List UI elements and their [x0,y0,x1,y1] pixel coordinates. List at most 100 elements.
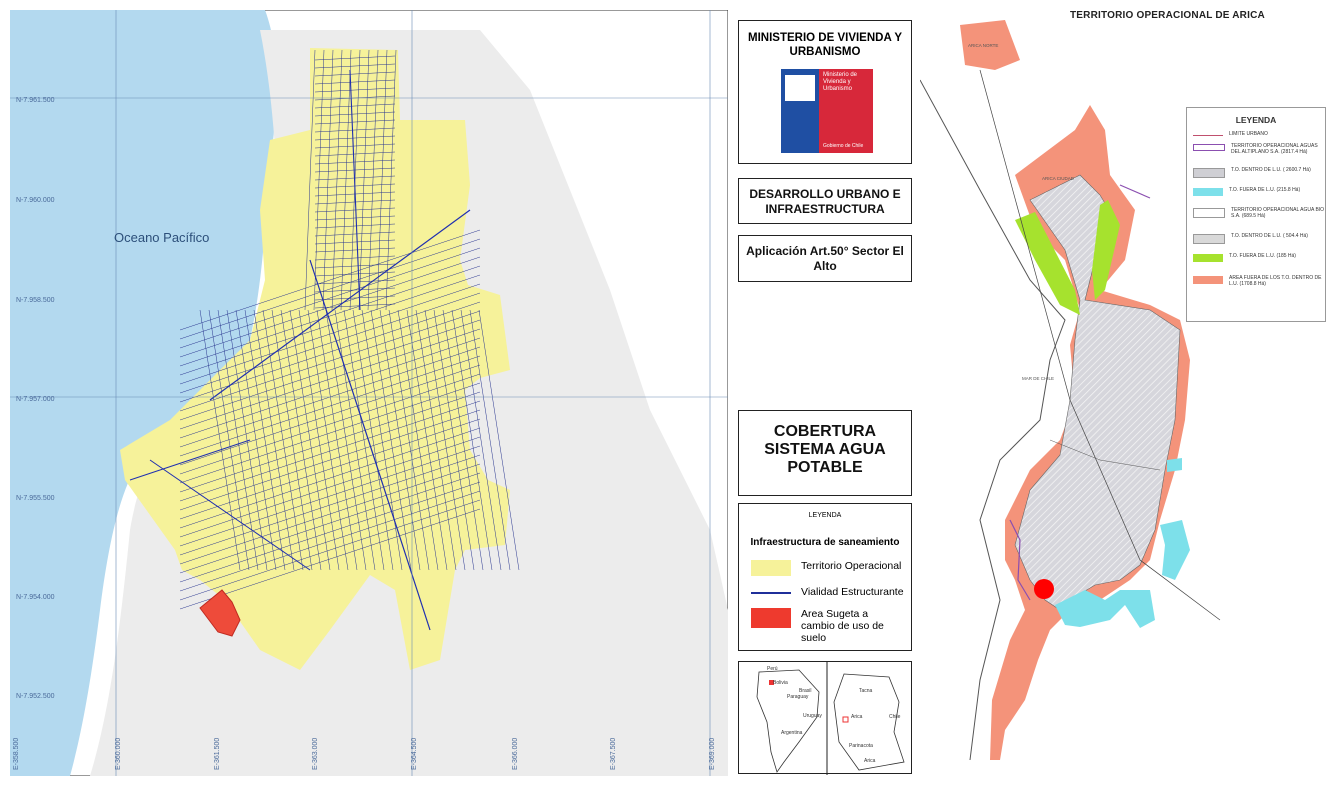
street-segment [179,427,481,529]
street-segment [262,309,304,571]
street-segment [179,337,481,439]
street-segment [179,247,481,349]
street-segment [334,309,376,571]
location-marker [769,680,774,685]
street-segment [179,481,481,583]
street-segment [478,309,520,571]
ministerio-title: MINISTERIO DE VIVIENDA Y URBANISMO [748,32,902,58]
street-segment [361,309,403,571]
logo-red-band: Ministerio de Vivienda y Urbanismo Gobie… [819,69,873,153]
right-legend-item: T.O. DENTRO DE L.U. ( 2600.7 Há) [1193,167,1325,178]
street-segment [179,319,481,421]
right-map-title: TERRITORIO OPERACIONAL DE ARICA [1070,10,1265,21]
street-segment [314,295,396,301]
coordinate-grid [10,10,728,776]
right-legend-swatch [1193,144,1225,151]
street-segment [388,309,430,571]
right-legend-label: T.O. DENTRO DE L.U. ( 504.4 Há) [1231,233,1308,239]
right-legend-swatch [1193,234,1225,244]
street-segment [226,309,268,571]
street-segment [314,159,396,165]
street-segment [307,309,349,571]
legend-item-vialidad: Vialidad Estructurante [751,586,911,598]
street-segment [358,49,370,311]
right-legend-item: LIMITE URBANO [1193,131,1325,138]
right-legend-swatch [1193,276,1223,284]
to-fuera-lu-cyan-1 [1055,590,1155,628]
ministerio-logo: Ministerio de Vivienda y Urbanismo Gobie… [781,69,873,153]
right-legend-label: AREA FUERA DE LOS T.O. DENTRO DE L.U. (1… [1229,275,1322,287]
street-segment [179,463,481,565]
street-segment [314,239,396,245]
inset-label: Arica [864,758,876,764]
right-legend-swatch [1193,135,1223,136]
street-segment [235,309,277,571]
north-coordinate-label: N-7.957.000 [16,396,55,403]
legend-title: LEYENDA [808,512,842,519]
inset-label: Chile [889,714,901,720]
inset-label: Argentina [781,730,803,736]
street-segment [208,309,250,571]
north-coordinate-label: N-7.958.500 [16,297,55,304]
coastline [920,79,1066,761]
street-segment [376,49,388,311]
street-segment [314,119,396,125]
area-sujeta-cambio-uso [199,589,241,637]
right-legend-swatch [1193,188,1223,196]
street-segment [349,69,361,311]
street-segment [314,63,396,69]
east-coordinate-label: E-358.500 [13,738,20,770]
street-segment [433,309,475,571]
street-segment [179,400,481,502]
right-legend-label: T.O. DENTRO DE L.U. ( 2600.7 Há) [1231,167,1311,173]
street-segment [199,309,241,571]
desarrollo-box: DESARROLLO URBANO E INFRAESTRUCTURA [738,178,912,224]
street-segment [179,256,481,358]
street-segment [179,229,481,331]
street-segment [314,87,396,93]
north-coordinate-label: N-7.952.500 [16,693,55,700]
ministerio-header-box: MINISTERIO DE VIVIENDA Y URBANISMO Minis… [738,20,912,164]
street-segment [322,49,334,311]
legend-box: LEYENDA Infraestructura de saneamiento T… [738,503,912,651]
street-segment [149,459,311,571]
street-segment [179,373,481,475]
street-segment [314,247,396,253]
street-segment [469,309,511,571]
limite-urbano-top [1119,184,1151,199]
east-coordinate-label: E-367.500 [610,738,617,770]
street-segment [244,309,286,571]
street-segment [314,135,396,141]
street-segment [209,209,471,401]
street-segment [352,309,394,571]
territorio-operacional-map: ARICA NORTE ARICA CIUDAD MAR DE CHILE [920,0,1331,787]
street-segment [314,111,396,117]
street-segment [424,309,466,571]
road-line-2 [1049,439,1161,471]
north-coordinate-label: N-7.954.000 [16,594,55,601]
street-segment [179,283,481,385]
street-segment [253,309,295,571]
street-segment [331,49,343,311]
right-legend-title: LEYENDA [1235,115,1277,125]
street-segment [451,309,493,571]
right-legend-item: AREA FUERA DE LOS T.O. DENTRO DE L.U. (1… [1193,275,1325,287]
city-water-coverage-map: Oceano Pacífico N-7.961.500N-7.960.000N-… [10,10,728,776]
street-segment [314,79,396,85]
street-segment [179,508,481,610]
street-segment [179,310,481,412]
street-segment [289,309,331,571]
inset-label: Paraguay [787,694,809,700]
inset-label: Tacna [859,688,873,694]
street-segment [179,418,481,520]
street-segment [280,309,322,571]
street-segment [314,263,396,269]
logo-blue-band [781,69,819,153]
right-legend-item: T.O. FUERA DE L.U. (185 Há) [1193,253,1325,262]
street-segment [304,49,316,311]
street-segment [217,309,259,571]
territorio-operacional-area [120,48,510,670]
street-segment [298,309,340,571]
street-segment [316,309,358,571]
to-fuera-lu-cyan-2 [1160,520,1190,580]
